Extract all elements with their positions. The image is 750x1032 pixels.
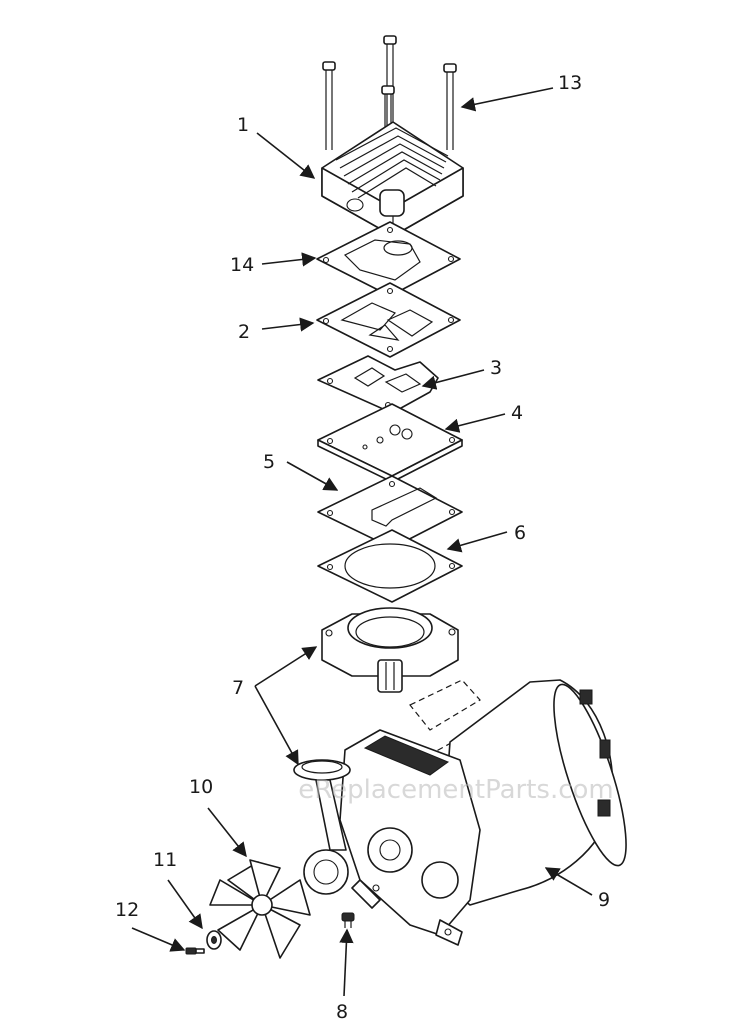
callout-6: 6	[514, 522, 526, 544]
set-screw	[341, 912, 355, 928]
callout-1: 1	[237, 114, 249, 136]
callout-9: 9	[598, 889, 610, 911]
cooling-fins	[335, 127, 449, 199]
crankcase	[339, 729, 481, 946]
cooling-fan	[209, 859, 311, 959]
bolt-1	[322, 61, 336, 150]
valve-plate-gasket-2	[316, 282, 461, 358]
callout-3: 3	[490, 357, 502, 379]
bolt-3	[443, 63, 457, 150]
callout-10: 10	[189, 776, 213, 798]
bolt-2	[383, 35, 397, 130]
callout-2: 2	[238, 321, 250, 343]
head-bolts	[322, 35, 457, 182]
motor-housing	[409, 679, 627, 906]
callout-14: 14	[230, 254, 254, 276]
connecting-rod	[293, 759, 351, 895]
callout-12: 12	[115, 899, 139, 921]
washer	[206, 930, 222, 950]
callout-8: 8	[336, 1001, 348, 1023]
callout-5: 5	[263, 451, 275, 473]
valve-plate-4	[317, 403, 463, 483]
callout-7: 7	[232, 677, 244, 699]
fan-screw	[185, 947, 205, 955]
leader-lines	[131, 87, 593, 997]
head-gasket-14	[316, 221, 461, 297]
cylinder-sleeve	[321, 607, 459, 693]
reed-valve-3	[317, 355, 439, 414]
watermark-text: eReplacementParts.com	[298, 775, 614, 805]
cylinder-head	[321, 121, 464, 237]
cylinder-gasket-6	[317, 529, 463, 603]
callout-11: 11	[153, 849, 177, 871]
callout-13: 13	[558, 72, 582, 94]
callout-4: 4	[511, 402, 523, 424]
callout-labels: 1 2 3 4 5 6 7 8 9 10 11 12 13 14	[115, 72, 610, 1023]
